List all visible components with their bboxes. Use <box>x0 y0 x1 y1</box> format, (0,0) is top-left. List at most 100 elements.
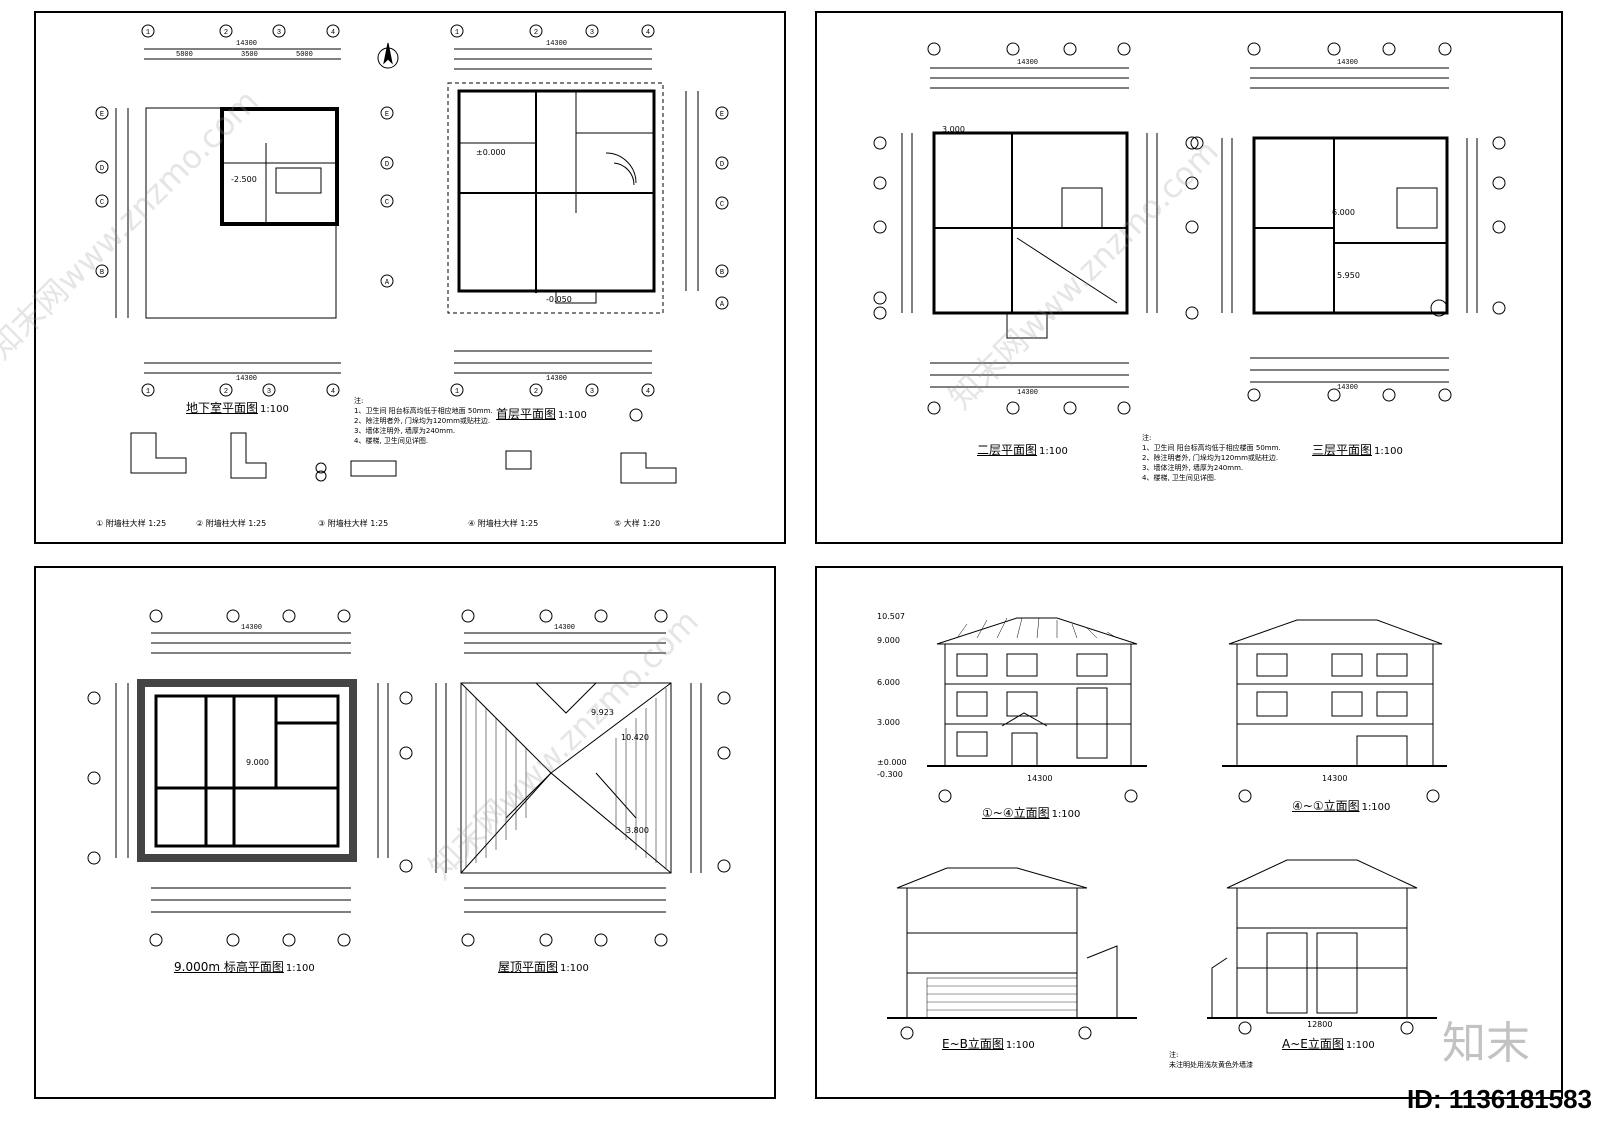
elevation-2-text: ④~①立面图 <box>1292 799 1360 813</box>
level-0000: ±0.000 <box>877 758 907 767</box>
id-label: ID: 1136181583 <box>1406 1084 1592 1114</box>
sheet4-drawing <box>887 617 1447 1040</box>
second-title-scale: 1:100 <box>1039 446 1068 457</box>
ground-dim-total: 14300 <box>546 40 568 48</box>
svg-text:3: 3 <box>590 29 594 37</box>
level-9000: 9.000 <box>877 636 900 645</box>
detail-2-label: ② 附墙柱大样 1:25 <box>196 518 266 529</box>
svg-text:A: A <box>385 279 390 287</box>
svg-text:4: 4 <box>646 29 650 37</box>
elevation-4-text: A~E立面图 <box>1282 1037 1344 1051</box>
sheet2-drawing <box>873 42 1506 415</box>
svg-text:4: 4 <box>331 29 335 37</box>
elevation-outdoor: -0.050 <box>546 295 572 304</box>
third-dim-total: 14300 <box>1337 59 1359 67</box>
elevation-1-scale: 1:100 <box>1051 809 1081 820</box>
basement-dim-total: 14300 <box>236 40 258 48</box>
detail-1-num: ① <box>96 519 104 528</box>
third-title-text: 三层平面图 <box>1312 443 1373 457</box>
third-bottom-dim: 14300 <box>1337 384 1359 392</box>
svg-text:3: 3 <box>277 29 281 37</box>
svg-text:2: 2 <box>534 388 538 396</box>
elev4-width: 12800 <box>1307 1020 1333 1029</box>
elev1-width: 14300 <box>1027 774 1053 783</box>
roof-title-scale: 1:100 <box>560 963 589 974</box>
svg-text:2: 2 <box>224 388 228 396</box>
roof-dim-total: 14300 <box>554 624 576 632</box>
detail-1-label: ① 附墙柱大样 1:25 <box>96 518 166 529</box>
detail-5-label: ⑤ 大样 1:20 <box>614 518 660 529</box>
level-3000: 3.000 <box>877 718 900 727</box>
elevation-roof-low: 3.800 <box>626 826 649 835</box>
second-title-text: 二层平面图 <box>977 443 1038 457</box>
elevation-ground: ±0.000 <box>476 148 506 157</box>
ground-title-text: 首层平面图 <box>496 407 557 421</box>
elevation-roof-top: 10.420 <box>621 733 649 742</box>
svg-text:D: D <box>385 161 389 169</box>
sheet4-notes: 注: 未注明处用浅灰黄色外墙漆 <box>1169 1051 1253 1069</box>
level-6000: 6.000 <box>877 678 900 687</box>
svg-text:D: D <box>100 165 104 173</box>
svg-text:C: C <box>720 201 724 209</box>
basement-dim-part-3: 5000 <box>296 51 313 59</box>
svg-text:E: E <box>385 111 389 119</box>
level-minus: -0.300 <box>877 770 903 779</box>
sheet-level-roof: 14300 14300 9.000 10.420 9.923 3.800 9.0… <box>34 566 776 1099</box>
elevation-1-text: ①~④立面图 <box>982 806 1050 820</box>
detail-3-num: ③ <box>318 519 326 528</box>
elevation-third-roof: 5.950 <box>1337 271 1360 280</box>
level-title-main: 标高平面图 <box>223 960 284 974</box>
level-title-text: 9.000m 标高平面图 <box>174 960 284 974</box>
svg-text:3: 3 <box>267 388 271 396</box>
detail-4-label: ④ 附墙柱大样 1:25 <box>468 518 538 529</box>
svg-text:1: 1 <box>455 29 459 37</box>
svg-text:1: 1 <box>455 388 459 396</box>
second-dim-total: 14300 <box>1017 59 1039 67</box>
sheet3-drawing <box>87 609 731 947</box>
svg-text:4: 4 <box>331 388 335 396</box>
elevation-4-scale: 1:100 <box>1345 1040 1375 1051</box>
detail-4-num: ④ <box>468 519 476 528</box>
sheet2-notes: 注: 1、卫生间 阳台标高均低于相应楼面 50mm. 2、除注明者外, 门垛均为… <box>1142 434 1281 482</box>
elevation-roof-ridge: 9.923 <box>591 708 614 717</box>
detail-5-num: ⑤ <box>614 519 622 528</box>
svg-text:C: C <box>100 199 104 207</box>
detail-3-text: 附墙柱大样 <box>327 519 368 528</box>
basement-dim-part-1: 5800 <box>176 51 193 59</box>
svg-text:4: 4 <box>646 388 650 396</box>
svg-text:D: D <box>720 161 724 169</box>
elevation-3-scale: 1:100 <box>1005 1040 1035 1051</box>
detail-1-scale: 1:25 <box>148 519 167 528</box>
elevation-third: 6.000 <box>1332 208 1355 217</box>
elevation-second: 3.000 <box>942 125 965 134</box>
svg-text:1: 1 <box>146 388 150 396</box>
svg-text:C: C <box>385 199 389 207</box>
brand-logo: 知末 <box>1442 1018 1530 1069</box>
elevation-3-text: E~B立面图 <box>942 1037 1004 1051</box>
basement-title-text: 地下室平面图 <box>186 401 259 415</box>
level-title-scale: 1:100 <box>285 963 315 974</box>
elev2-width: 14300 <box>1322 774 1348 783</box>
third-title-scale: 1:100 <box>1374 446 1403 457</box>
detail-1-text: 附墙柱大样 <box>105 519 146 528</box>
svg-text:3: 3 <box>590 388 594 396</box>
detail-2-scale: 1:25 <box>248 519 267 528</box>
svg-text:2: 2 <box>224 29 228 37</box>
basement-dim-part-2: 3500 <box>241 51 258 59</box>
sheet-elevations: 14300 14300 12800 10.507 9.000 6.000 3.0… <box>815 566 1563 1099</box>
elevation-9000: 9.000 <box>246 758 269 767</box>
svg-text:B: B <box>100 269 104 277</box>
detail-4-text: 附墙柱大样 <box>477 519 518 528</box>
level-top: 10.507 <box>877 612 905 621</box>
